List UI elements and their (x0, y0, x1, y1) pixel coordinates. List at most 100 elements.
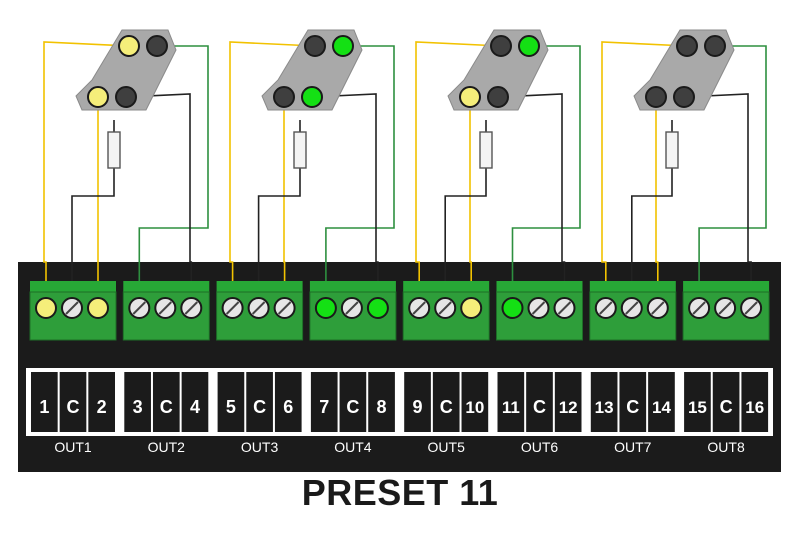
screw-slot (625, 301, 639, 315)
signal-1 (43, 29, 209, 308)
resistor (293, 131, 307, 169)
yellow-wire (283, 97, 286, 308)
pin-box (274, 372, 302, 432)
pin-box (684, 372, 711, 432)
pin-box (310, 372, 338, 432)
pin-box (619, 372, 647, 432)
pin-label: 4 (190, 397, 200, 417)
black-wire (125, 93, 193, 308)
black-wire (71, 168, 115, 308)
output-label: OUT1 (54, 439, 92, 455)
pin-box (461, 372, 489, 432)
pin-box (712, 372, 740, 432)
screw-slot (692, 301, 706, 315)
output-label: OUT3 (241, 439, 279, 455)
pin-label: 15 (688, 398, 707, 417)
pin-box (554, 372, 582, 432)
pin-label: 11 (502, 398, 520, 417)
pin-box (497, 372, 525, 432)
preset-caption: PRESET 11 (301, 472, 499, 513)
green-wire (511, 45, 581, 308)
screw-slot (65, 301, 79, 315)
black-wire (311, 93, 379, 308)
pin-box (124, 372, 151, 432)
screw-slot (225, 301, 240, 315)
pin-box (217, 372, 245, 432)
pin-label: C (160, 397, 173, 417)
black-wire (444, 168, 487, 308)
screw-slot (599, 301, 613, 315)
resistor (107, 131, 121, 169)
screw-slot (557, 301, 572, 315)
yellow-wire (601, 41, 688, 308)
output-label: OUT2 (148, 439, 186, 455)
terminal-screw (35, 297, 57, 319)
pin-box (404, 372, 431, 432)
pin-label: C (533, 397, 546, 417)
green-wire (138, 45, 209, 308)
signal-lamp (645, 86, 667, 108)
screw-slot (531, 301, 546, 315)
pin-label: 7 (319, 397, 329, 417)
pin-box (246, 372, 273, 432)
pin-box (59, 372, 87, 432)
signal-lamp (301, 86, 323, 108)
screw-slot (251, 301, 266, 315)
pin-label: 16 (745, 398, 764, 417)
pin-label: C (440, 397, 453, 417)
pin-box (152, 372, 180, 432)
terminal-screw (87, 297, 109, 319)
signal-lamp (490, 35, 512, 57)
pin-label: 13 (595, 398, 614, 417)
signal-lamp (676, 35, 698, 57)
pin-label: 1 (39, 397, 49, 417)
pin-label: C (626, 397, 639, 417)
pin-box (181, 372, 209, 432)
pin-label: 14 (652, 398, 671, 417)
pin-box (31, 372, 58, 432)
screw-slot (132, 301, 147, 315)
pin-label: C (346, 397, 359, 417)
black-wire (630, 168, 673, 308)
signal-lamp (118, 35, 140, 57)
output-label: OUT7 (614, 439, 652, 455)
pin-label: 12 (559, 398, 578, 417)
signal-lamp (459, 86, 481, 108)
signal-lamp (673, 86, 695, 108)
terminal-screw (314, 297, 337, 319)
pin-label: 2 (97, 397, 107, 417)
pin-label: 10 (465, 398, 484, 417)
screw-slot (158, 301, 173, 315)
pin-label: C (253, 397, 266, 417)
signal-lamp (115, 86, 137, 108)
screw-slot (718, 301, 732, 315)
yellow-wire (415, 41, 502, 308)
output-label: OUT4 (334, 439, 372, 455)
signal-2 (229, 29, 395, 308)
signal-4 (601, 29, 767, 308)
resistor (479, 131, 493, 169)
black-wire (497, 93, 566, 308)
yellow-wire (229, 41, 316, 308)
pin-box (741, 372, 769, 432)
screw-slot (345, 301, 359, 315)
signal-3 (415, 29, 581, 308)
terminal-screw (501, 297, 524, 319)
pin-box (432, 372, 460, 432)
black-wire (257, 168, 301, 308)
signal-lamp (304, 35, 326, 57)
yellow-wire (43, 41, 130, 308)
pin-label: 5 (226, 397, 236, 417)
pin-label: 9 (413, 397, 423, 417)
terminal-screw (366, 297, 389, 319)
pin-box (368, 372, 395, 432)
signal-lamp (704, 35, 726, 57)
signal-lamp (87, 86, 109, 108)
terminal-screw (460, 297, 483, 319)
